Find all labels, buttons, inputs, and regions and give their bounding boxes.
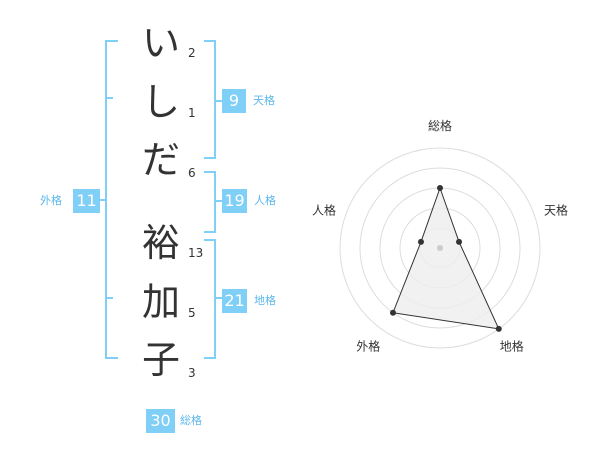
name-char-5: 加: [141, 280, 180, 324]
radar-axis-label-1: 総格: [428, 118, 452, 133]
stroke-count-3: 6: [188, 166, 196, 180]
radar-point-5: [417, 238, 424, 245]
radar-grid-ring: [339, 147, 541, 349]
radar-value-polygon: [392, 186, 500, 330]
tenkaku-badge: 9: [222, 89, 246, 113]
radar-axis-label-4: 外格: [356, 339, 380, 354]
radar-point-3: [495, 325, 502, 332]
radar-axis-label-2: 天格: [544, 202, 568, 217]
name-char-3: だ: [141, 138, 180, 182]
radar-point-4: [389, 309, 396, 316]
chikaku-bracket: [204, 239, 222, 359]
soukaku-badge: 30: [146, 409, 175, 433]
gaikaku-label: 外格: [40, 194, 62, 207]
radar-axis-label-3: 地格: [500, 339, 524, 354]
radar-grid-ring: [359, 167, 521, 329]
radar-axis-label-5: 人格: [312, 202, 336, 217]
gaikaku-bracket: [100, 40, 118, 359]
chikaku-badge: 21: [222, 289, 247, 313]
tenkaku-label: 天格: [253, 94, 275, 107]
jinkaku-badge: 19: [222, 189, 247, 213]
name-char-2: し: [141, 80, 180, 124]
stroke-count-5: 5: [188, 306, 196, 320]
name-char-4: 裕: [141, 221, 180, 265]
name-char-1: い: [141, 21, 180, 65]
name-char-6: 子: [141, 338, 180, 382]
gaikaku-badge: 11: [73, 189, 100, 213]
radar-center-dot: [437, 245, 443, 251]
chikaku-label: 地格: [254, 294, 276, 307]
jinkaku-label: 人格: [254, 194, 276, 207]
radar-point-1: [437, 185, 443, 191]
soukaku-label: 総格: [180, 414, 202, 427]
stroke-count-4: 13: [188, 246, 204, 260]
stroke-count-2: 1: [188, 106, 196, 120]
radar-point-2: [456, 238, 463, 245]
stroke-count-6: 3: [188, 366, 196, 380]
tenkaku-bracket: [204, 40, 222, 159]
stroke-count-1: 2: [188, 46, 196, 60]
jinkaku-bracket: [204, 171, 222, 233]
